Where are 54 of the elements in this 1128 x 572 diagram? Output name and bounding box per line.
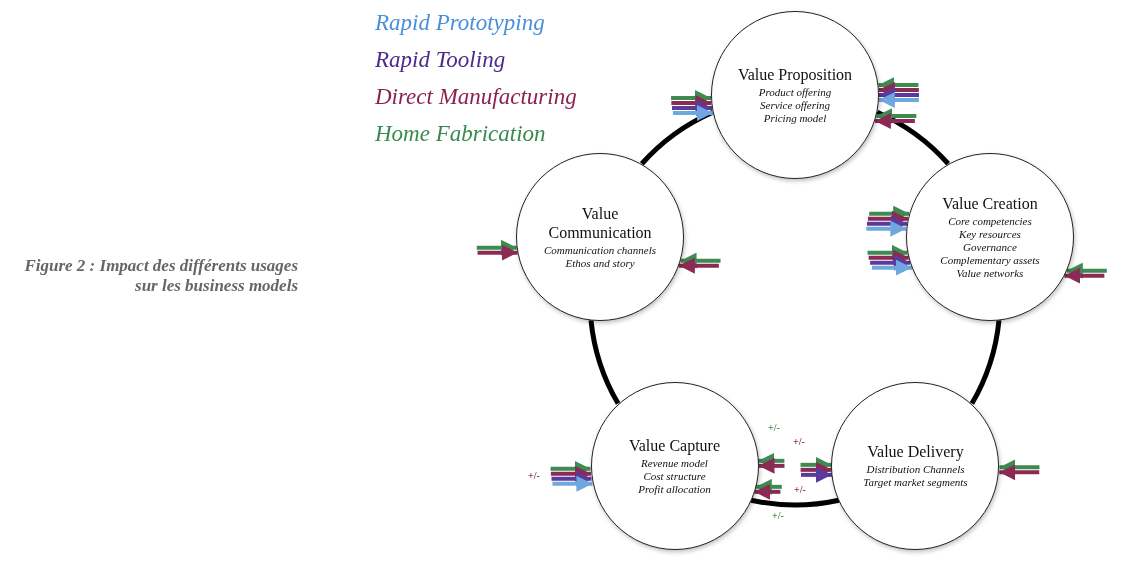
plus-minus-label: +/- (768, 422, 780, 433)
plus-minus-label: +/- (772, 510, 784, 521)
list-item: Governance (963, 240, 1017, 254)
arrow (754, 483, 781, 500)
ring-connector (640, 109, 714, 166)
ring-connector (750, 497, 840, 508)
list-item: Revenue model (641, 456, 708, 470)
arrow (550, 465, 591, 482)
circle-title: Value Creation (942, 193, 1038, 213)
list-item: Product offering (758, 86, 832, 99)
arrow (758, 457, 785, 474)
list-item: Target market segments (863, 476, 968, 490)
figure-caption: Figure 2 : Impact des différents usages sur les business models (23, 256, 298, 296)
circle-title: Value Proposition (737, 65, 853, 84)
list-item: Distribution Channels (866, 463, 965, 477)
arrow (1064, 267, 1105, 284)
arrow (871, 259, 912, 276)
arrow (671, 95, 712, 111)
list-item: Value networks (956, 266, 1024, 280)
arrow (999, 464, 1040, 481)
legend-label: Rapid Prototyping (375, 10, 545, 36)
list-item: Cost structure (643, 469, 706, 483)
circle-title: Value Communication (547, 203, 653, 242)
arrow (680, 252, 721, 269)
arrow (672, 105, 713, 121)
arrow (866, 220, 907, 237)
list-item: Service offering (760, 99, 830, 112)
arrow (672, 100, 712, 116)
list-item: Key resources (959, 227, 1021, 241)
legend-label: Home Fabrication (375, 121, 546, 147)
list-item: Ethos and story (565, 256, 635, 270)
arrow (755, 478, 782, 495)
arrow (876, 108, 917, 124)
list-item: Complementary assets (940, 253, 1040, 267)
arrow (874, 113, 915, 129)
circle-title: Value Capture (628, 435, 721, 455)
plus-minus-label: +/- (528, 470, 540, 481)
arrow (678, 257, 719, 274)
list-item: Profit allocation (638, 482, 711, 496)
circle-title: Value Delivery (867, 442, 964, 462)
plus-minus-label: +/- (793, 436, 805, 447)
legend-label: Rapid Tooling (375, 47, 506, 73)
ring-connector (969, 319, 1002, 405)
legend-label: Direct Manufacturing (375, 84, 577, 110)
arrow (477, 244, 518, 261)
ring-connector (876, 109, 950, 166)
list-item: Core competencies (948, 214, 1032, 228)
arrow (878, 92, 919, 108)
arrow (552, 475, 593, 492)
plus-minus-label: +/- (794, 484, 806, 495)
ring-connector (588, 319, 621, 405)
arrow (801, 466, 832, 483)
list-item: Pricing model (763, 112, 827, 125)
list-item: Communication channels (543, 243, 657, 257)
